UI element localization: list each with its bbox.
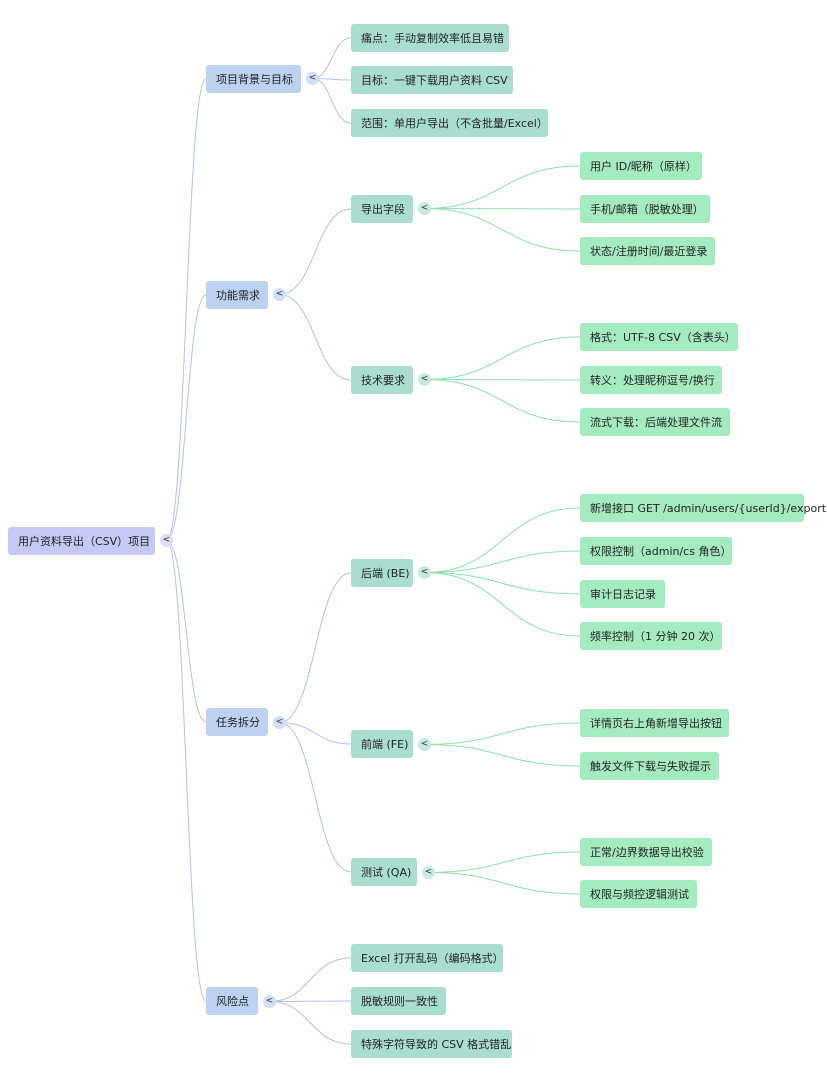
edge-root-topic-risks [166,540,207,1002]
leaf-qa-permission-test[interactable]: 权限与频控逻辑测试 [580,880,697,908]
topic-project-background[interactable]: 项目背景与目标 [206,65,301,93]
leaf-be-export-api[interactable]: 新增接口 GET /admin/users/{userId}/export [580,494,826,522]
leaf-fe-download-error[interactable]: 触发文件下载与失败提示 [580,752,719,780]
edge-subtopic-export-fields [279,208,352,295]
leaf-be-permission[interactable]: 权限控制（admin/cs 角色） [580,537,732,565]
collapse-toggle-export-fields[interactable]: < [418,202,431,215]
topic-functional-requirements[interactable]: 功能需求 [206,281,268,309]
edge-leaf-be-rate-limit [424,572,581,637]
edge-leaf-be-export-api [424,507,581,573]
edge-leaf-field-id-nickname [424,165,581,209]
edge-leaf-field-status-times [424,208,581,252]
edge-root-topic-task-breakdown [166,540,207,723]
collapse-toggle-task-breakdown[interactable]: < [273,716,286,729]
topic-risks[interactable]: 风险点 [206,987,258,1015]
edge-subtopic-testing [279,722,352,873]
edge-leaf-qa-data-validation [428,851,581,873]
edge-leaf-tech-format [424,336,581,380]
edge-leaf-risk-excel-encoding [269,957,352,1002]
edge-leaf-scope [312,78,352,124]
edge-leaf-be-permission [424,550,581,573]
edge-leaf-be-audit-log [424,572,581,595]
edge-subtopic-frontend [279,722,352,745]
leaf-goal[interactable]: 目标：一键下载用户资料 CSV [351,66,513,94]
leaf-risk-excel-encoding[interactable]: Excel 打开乱码（编码格式） [351,944,504,972]
collapse-toggle-root[interactable]: < [160,534,173,547]
leaf-scope[interactable]: 范围：单用户导出（不含批量/Excel） [351,109,548,137]
leaf-qa-data-validation[interactable]: 正常/边界数据导出校验 [580,838,712,866]
edge-leaf-field-phone-email [424,208,581,210]
edge-root-topic-project-background [166,78,207,541]
edge-leaf-fe-download-error [424,744,581,767]
collapse-toggle-functional-requirements[interactable]: < [273,288,286,301]
leaf-field-id-nickname[interactable]: 用户 ID/昵称（原样） [580,152,702,180]
edge-leaf-tech-streaming [424,379,581,423]
subtopic-export-fields[interactable]: 导出字段 [351,195,413,223]
collapse-toggle-risks[interactable]: < [263,995,276,1008]
leaf-tech-streaming[interactable]: 流式下载：后端处理文件流 [580,408,730,436]
edge-leaf-tech-escape [424,379,581,381]
collapse-toggle-tech-requirements[interactable]: < [418,373,431,386]
edge-leaf-fe-export-button [424,722,581,745]
leaf-be-rate-limit[interactable]: 频率控制（1 分钟 20 次） [580,622,722,650]
edge-leaf-pain-point [312,37,352,79]
leaf-fe-export-button[interactable]: 详情页右上角新增导出按钮 [580,709,729,737]
edge-leaf-risk-masking-consistency [269,1000,352,1002]
collapse-toggle-testing[interactable]: < [422,866,435,879]
subtopic-tech-requirements[interactable]: 技术要求 [351,366,413,394]
leaf-tech-escape[interactable]: 转义：处理昵称逗号/换行 [580,366,722,394]
edge-leaf-qa-permission-test [428,872,581,895]
collapse-toggle-frontend[interactable]: < [418,738,431,751]
edge-root-topic-functional-requirements [166,294,207,541]
edge-subtopic-tech-requirements [279,294,352,381]
root-node[interactable]: 用户资料导出（CSV）项目 [8,527,155,555]
subtopic-testing[interactable]: 测试 (QA) [351,858,417,886]
subtopic-backend[interactable]: 后端 (BE) [351,559,413,587]
edge-leaf-risk-special-chars [269,1001,352,1045]
leaf-be-audit-log[interactable]: 审计日志记录 [580,580,665,608]
leaf-risk-special-chars[interactable]: 特殊字符导致的 CSV 格式错乱 [351,1030,512,1058]
leaf-tech-format[interactable]: 格式：UTF-8 CSV（含表头） [580,323,738,351]
edge-subtopic-backend [279,572,352,723]
collapse-toggle-project-background[interactable]: < [306,72,319,85]
leaf-field-status-times[interactable]: 状态/注册时间/最近登录 [580,237,715,265]
leaf-risk-masking-consistency[interactable]: 脱敏规则一致性 [351,987,446,1015]
topic-task-breakdown[interactable]: 任务拆分 [206,708,268,736]
subtopic-frontend[interactable]: 前端 (FE) [351,730,413,758]
leaf-field-phone-email[interactable]: 手机/邮箱（脱敏处理） [580,195,710,223]
collapse-toggle-backend[interactable]: < [418,566,431,579]
leaf-pain-point[interactable]: 痛点：手动复制效率低且易错 [351,24,509,52]
